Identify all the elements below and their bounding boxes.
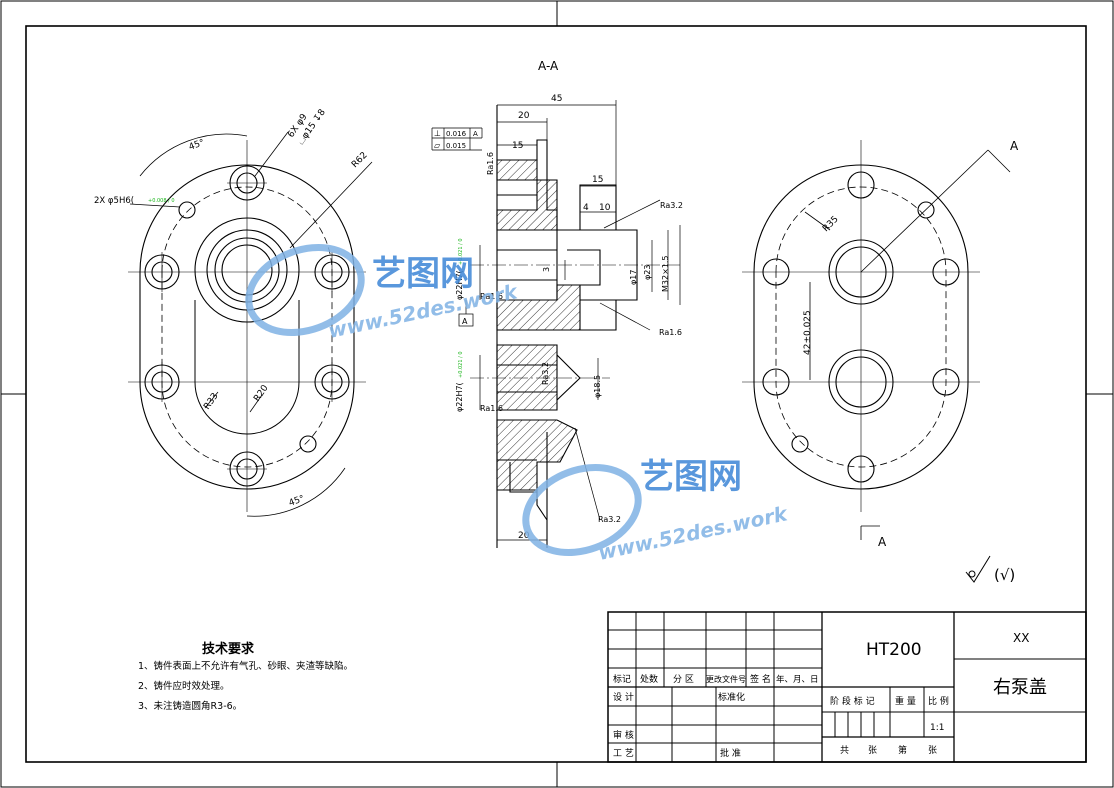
label-date: 年、月、日 (776, 674, 819, 685)
arrow-label-top: A (1010, 139, 1019, 153)
perpendicularity-value: 0.016 (446, 130, 467, 138)
flatness-symbol: ▱ (434, 141, 441, 150)
right-view-dims: A A R35 42±0.025 (803, 139, 1019, 549)
left-view-dims: 45° 6X φ9 ⌴φ15 ↧8 R62 2X φ5H6( +0.008 / … (94, 107, 370, 508)
watermark-brand-bottom: 艺图网 (640, 457, 742, 497)
roughness-mid-left: Ra1.6 (480, 292, 503, 301)
r35-label: R35 (821, 215, 841, 235)
datum-a-box: A (462, 317, 468, 326)
roughness-right-mid: Ra1.6 (659, 328, 682, 337)
watermark-top: 艺图网 www.52des.work (245, 243, 521, 343)
tech-requirement-1: 1、铸件表面上不允许有气孔、砂眼、夹渣等缺陷。 (138, 661, 354, 672)
label-sheets: 张 (868, 745, 877, 756)
label-stage: 阶 段 标 记 (830, 695, 875, 707)
pin-holes-callout: 2X φ5H6( (94, 196, 134, 206)
r20-label: R20 (252, 383, 271, 403)
thread-label: M32×1.5 (661, 255, 670, 292)
label-sign: 签 名 (750, 673, 771, 685)
company-text: XX (1013, 631, 1029, 645)
label-page: 第 (898, 744, 907, 756)
technical-requirements: 技术要求 1、铸件表面上不允许有气孔、砂眼、夹渣等缺陷。 2、铸件应时效处理。 … (138, 638, 378, 717)
surface-symbol-text: (√) (994, 566, 1015, 584)
dim-phi23: φ23 (643, 265, 652, 280)
bore-top-label: φ22H7( (455, 270, 464, 300)
label-total: 共 (840, 745, 849, 756)
label-review: 审 核 (613, 729, 634, 741)
dim-3: 3 (542, 267, 551, 272)
watermark-bottom: 艺图网 www.52des.work (522, 457, 791, 565)
perpendicularity-symbol: ⊥ (434, 129, 441, 138)
roughness-top: Ra1.6 (486, 152, 495, 175)
title-block-text: 标记 处数 分 区 更改文件号 签 名 年、月、日 设 计 标准化 审 核 工 … (613, 631, 1047, 759)
label-mark: 标记 (613, 673, 631, 685)
r33-label: R33 (202, 391, 220, 411)
right-view (742, 140, 1011, 540)
label-approve: 批 准 (720, 747, 741, 759)
watermark-brand-top: 艺图网 (372, 254, 474, 294)
bore-low-tolerance: +0.021 / 0 (458, 351, 464, 378)
tech-requirements-title: 技术要求 (202, 642, 255, 657)
dim-4: 4 (583, 203, 589, 213)
material-text: HT200 (866, 640, 922, 660)
dim-15-a: 15 (512, 141, 523, 151)
surface-finish-note: (√) (965, 555, 1015, 584)
roughness-mid-2: Ra3.2 (541, 362, 550, 385)
dim-phi17: φ17 (629, 270, 638, 285)
part-name-text: 右泵盖 (993, 677, 1047, 698)
tech-requirement-2: 2、铸件应时效处理。 (138, 681, 230, 692)
pin-tolerance: +0.008 / 0 (148, 198, 175, 204)
scale-value: 1:1 (930, 723, 944, 733)
tech-requirement-3: 3、未注铸造圆角R3-6。 (138, 701, 243, 712)
label-weight: 重 量 (895, 695, 916, 707)
label-design: 设 计 (613, 691, 634, 703)
title-block (607, 611, 1087, 763)
roughness-low: Ra1.6 (480, 404, 503, 413)
roughness-bottom: Ra3.2 (598, 515, 621, 524)
label-sheets-2: 张 (928, 745, 937, 756)
flatness-value: 0.015 (446, 142, 466, 150)
bore-top-tolerance: +0.021 / 0 (458, 238, 464, 265)
roughness-right-top: Ra3.2 (660, 201, 683, 210)
dim-15-b: 15 (592, 175, 603, 185)
section-label: A-A (538, 59, 559, 73)
arrow-label-bottom: A (878, 535, 887, 549)
dim-10: 10 (599, 203, 611, 213)
angle-bottom-label: 45° (288, 494, 306, 509)
section-dims: 45 20 15 15 4 10 20 ⊥ 0.016 A ▱ 0.015 Ra… (434, 94, 683, 541)
bore-low-label: φ22H7( (455, 382, 464, 412)
section-view (431, 100, 681, 548)
label-standard: 标准化 (718, 691, 745, 703)
dim-45: 45 (551, 94, 562, 104)
label-zone: 分 区 (673, 674, 694, 685)
label-process: 工 艺 (613, 748, 634, 759)
label-scale: 比 例 (928, 695, 949, 707)
dim-20-bottom: 20 (518, 531, 530, 541)
label-count: 处数 (640, 673, 658, 685)
center-distance-label: 42±0.025 (803, 310, 813, 355)
dim-phi18-5: φ18.5 (593, 375, 602, 398)
label-docno: 更改文件号 (706, 674, 746, 684)
perpendicularity-datum: A (473, 130, 478, 138)
dim-20-top: 20 (518, 111, 530, 121)
